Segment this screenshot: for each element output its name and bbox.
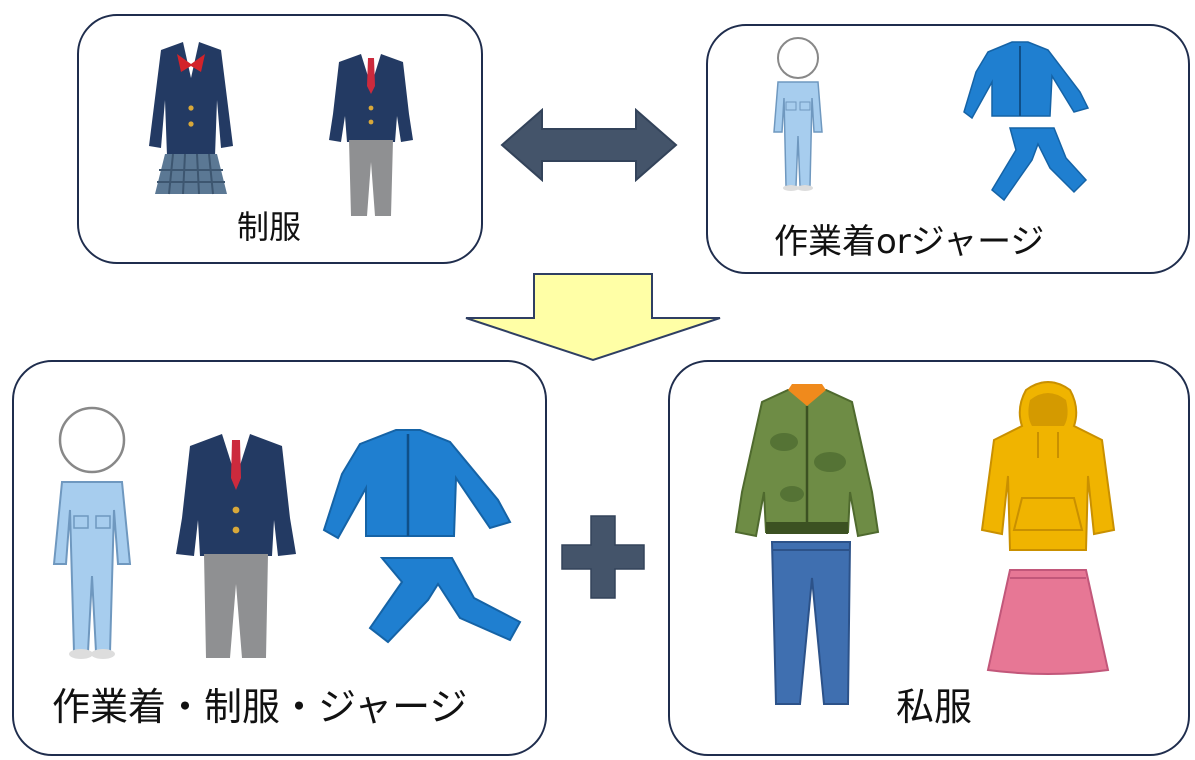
jeans-image [766,538,856,708]
down-arrow-icon [462,272,724,362]
uniform-box: 制服 [77,14,483,264]
uniform-label: 制服 [237,208,302,246]
work-or-jersey-label: 作業着orジャージ [774,222,1045,262]
plus-icon [560,514,646,600]
work-or-jersey-box: 作業着orジャージ [706,24,1190,274]
pink-skirt-image [986,566,1110,678]
private-clothes-label: 私服 [896,685,973,729]
boys-uniform-image [174,428,298,664]
girls-uniform-image [143,38,239,198]
yellow-hoodie-image [978,380,1118,556]
combination-label: 作業着・制服・ジャージ [52,685,468,729]
boys-uniform-image [327,50,415,220]
work-clothes-person-image [764,36,834,192]
track-suit-image [320,418,530,644]
track-suit-image [962,32,1092,202]
green-jacket-image [732,382,882,542]
double-arrow-icon [500,108,678,182]
private-clothes-box: 私服 [668,360,1190,756]
work-clothes-person-image [44,406,140,662]
combination-box: 作業着・制服・ジャージ [12,360,547,756]
